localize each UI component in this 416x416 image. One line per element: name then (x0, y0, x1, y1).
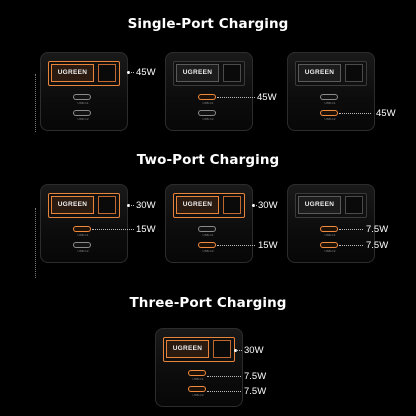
usb-c2-port (320, 242, 338, 248)
lead-line (339, 245, 363, 246)
wattage-label: 30W (244, 345, 264, 356)
usb-c2-port (198, 110, 216, 116)
usb-a-port: UGREEN (48, 193, 120, 218)
lead-line (217, 97, 255, 98)
lead-line (217, 245, 255, 246)
wattage-label: 45W (257, 92, 277, 103)
usb-a-port: UGREEN (295, 61, 367, 86)
wattage-label: 45W (136, 67, 156, 78)
usb-c1-port (320, 226, 338, 232)
usb-c1-port (198, 226, 216, 232)
section-title-single-port: Single-Port Charging (127, 16, 289, 32)
usb-c2-port (188, 386, 206, 392)
brand-logo: UGREEN (172, 345, 203, 352)
usb-c2-label: USB-C2 (324, 117, 336, 121)
charger-single-c2: UGREEN USB-C1 USB-C2 (287, 52, 375, 131)
lead-dot (252, 204, 255, 207)
usb-c1-port (188, 370, 206, 376)
brand-logo: UGREEN (304, 69, 335, 76)
charger-single-a: UGREEN USB-C1 USB-C2 (40, 52, 128, 131)
usb-c1-label: USB-C1 (324, 101, 336, 105)
wattage-label: 7.5W (244, 371, 267, 382)
usb-a-port: UGREEN (163, 337, 235, 362)
lead-line (254, 205, 257, 206)
usb-c2-label: USB-C2 (202, 249, 214, 253)
usb-c2-label: USB-C2 (192, 393, 204, 397)
lead-line (129, 72, 134, 73)
usb-c1-label: USB-C1 (202, 101, 214, 105)
usb-a-port: UGREEN (173, 193, 245, 218)
usb-c2-port (198, 242, 216, 248)
usb-c1-label: USB-C1 (77, 233, 89, 237)
brand-logo: UGREEN (182, 69, 213, 76)
lead-line (236, 350, 242, 351)
usb-c2-label: USB-C2 (202, 117, 214, 121)
charger-single-c1: UGREEN USB-C1 USB-C2 (165, 52, 253, 131)
usb-a-port: UGREEN (295, 193, 367, 218)
brand-logo: UGREEN (57, 69, 88, 76)
lead-line (207, 376, 241, 377)
usb-c1-label: USB-C1 (202, 233, 214, 237)
brand-logo: UGREEN (182, 201, 213, 208)
wattage-label: 15W (136, 224, 156, 235)
wattage-label: 45W (376, 108, 396, 119)
usb-c2-port (73, 110, 91, 116)
section-title-two-port: Two-Port Charging (136, 152, 280, 168)
usb-c1-port (198, 94, 216, 100)
wattage-label: 7.5W (244, 386, 267, 397)
charger-two-c1-c2: UGREEN USB-C1 USB-C2 (287, 184, 375, 263)
wattage-label: 7.5W (366, 240, 389, 251)
guide-line (35, 208, 36, 278)
charger-three-port: UGREEN USB-C1 USB-C2 (155, 328, 243, 407)
brand-logo: UGREEN (304, 201, 335, 208)
usb-c1-port (73, 226, 91, 232)
usb-c2-label: USB-C2 (77, 117, 89, 121)
usb-c2-port (320, 110, 338, 116)
wattage-label: 30W (136, 200, 156, 211)
brand-logo: UGREEN (57, 201, 88, 208)
charger-two-a-c1: UGREEN USB-C1 USB-C2 (40, 184, 128, 263)
lead-dot (234, 349, 237, 352)
lead-line (207, 391, 241, 392)
wattage-label: 15W (258, 240, 278, 251)
usb-c2-port (73, 242, 91, 248)
lead-dot (127, 204, 130, 207)
lead-line (129, 205, 134, 206)
lead-line (92, 229, 134, 230)
usb-c1-label: USB-C1 (77, 101, 89, 105)
usb-c1-port (73, 94, 91, 100)
wattage-label: 30W (258, 200, 278, 211)
usb-c1-label: USB-C1 (192, 377, 204, 381)
guide-line (35, 74, 36, 132)
usb-c1-port (320, 94, 338, 100)
section-title-three-port: Three-Port Charging (129, 295, 287, 311)
charger-two-a-c2: UGREEN USB-C1 USB-C2 (165, 184, 253, 263)
lead-dot (127, 71, 130, 74)
lead-line (339, 113, 371, 114)
wattage-label: 7.5W (366, 224, 389, 235)
usb-c2-label: USB-C2 (77, 249, 89, 253)
usb-a-port: UGREEN (173, 61, 245, 86)
usb-a-port: UGREEN (48, 61, 120, 86)
usb-c2-label: USB-C2 (324, 249, 336, 253)
usb-c1-label: USB-C1 (324, 233, 336, 237)
lead-line (339, 229, 363, 230)
